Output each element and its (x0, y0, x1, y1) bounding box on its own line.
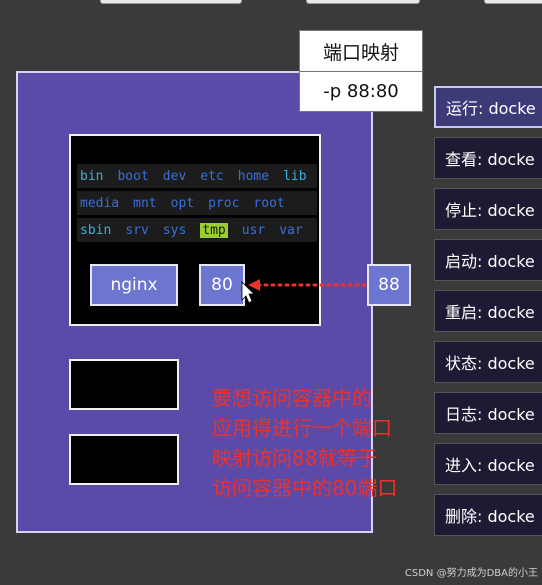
command-item[interactable]: 查看: docke (434, 137, 542, 179)
empty-container-box (69, 359, 179, 410)
directory-name: etc (200, 168, 224, 184)
directory-name: sbin (80, 222, 112, 238)
directory-name: home (237, 168, 270, 184)
note-line: 应用得进行一个端口 (212, 416, 392, 440)
directory-name: lib (283, 168, 307, 184)
mouse-cursor-icon (241, 281, 255, 304)
directory-name: media (80, 195, 120, 211)
directory-name: bin (80, 168, 104, 184)
nginx-app-box: nginx (90, 264, 178, 306)
directory-name: opt (170, 195, 195, 211)
directory-name: tmp (200, 222, 228, 238)
command-item[interactable]: 重启: docke (434, 290, 542, 332)
container-port-box: 80 (199, 264, 245, 306)
note-line: 要想访问容器中的 (212, 386, 372, 410)
directory-name: root (253, 195, 285, 211)
port-mapping-command: -p 88:80 (299, 72, 423, 112)
command-item[interactable]: 运行: docke (434, 86, 542, 128)
directory-name: boot (117, 168, 149, 184)
top-tab[interactable] (306, 0, 420, 4)
directory-name: proc (208, 195, 240, 211)
port-mapping-title: 端口映射 (299, 30, 423, 72)
empty-container-box (69, 434, 179, 485)
note-line: 访问容器中的80端口 (212, 476, 398, 500)
command-item[interactable]: 删除: docke (434, 494, 542, 536)
directory-name: srv (125, 222, 149, 238)
directory-name: var (279, 222, 303, 238)
top-tab[interactable] (100, 0, 242, 4)
command-item[interactable]: 状态: docke (434, 341, 542, 383)
host-port-box: 88 (367, 264, 411, 306)
explanation-note: 要想访问容器中的 应用得进行一个端口 映射访问88就等于 访问容器中的80端口 (212, 383, 452, 503)
directory-name: mnt (133, 195, 157, 211)
command-item[interactable]: 停止: docke (434, 188, 542, 230)
command-item[interactable]: 启动: docke (434, 239, 542, 281)
watermark: CSDN @努力成为DBA的小王 (404, 568, 538, 579)
command-item[interactable]: 进入: docke (434, 443, 542, 485)
note-line: 映射访问88就等于 (212, 446, 378, 470)
directory-name: sys (162, 222, 187, 238)
directory-name: usr (241, 222, 266, 238)
command-item[interactable]: 日志: docke (434, 392, 542, 434)
directory-name: dev (162, 168, 187, 184)
top-tab[interactable] (484, 0, 542, 4)
